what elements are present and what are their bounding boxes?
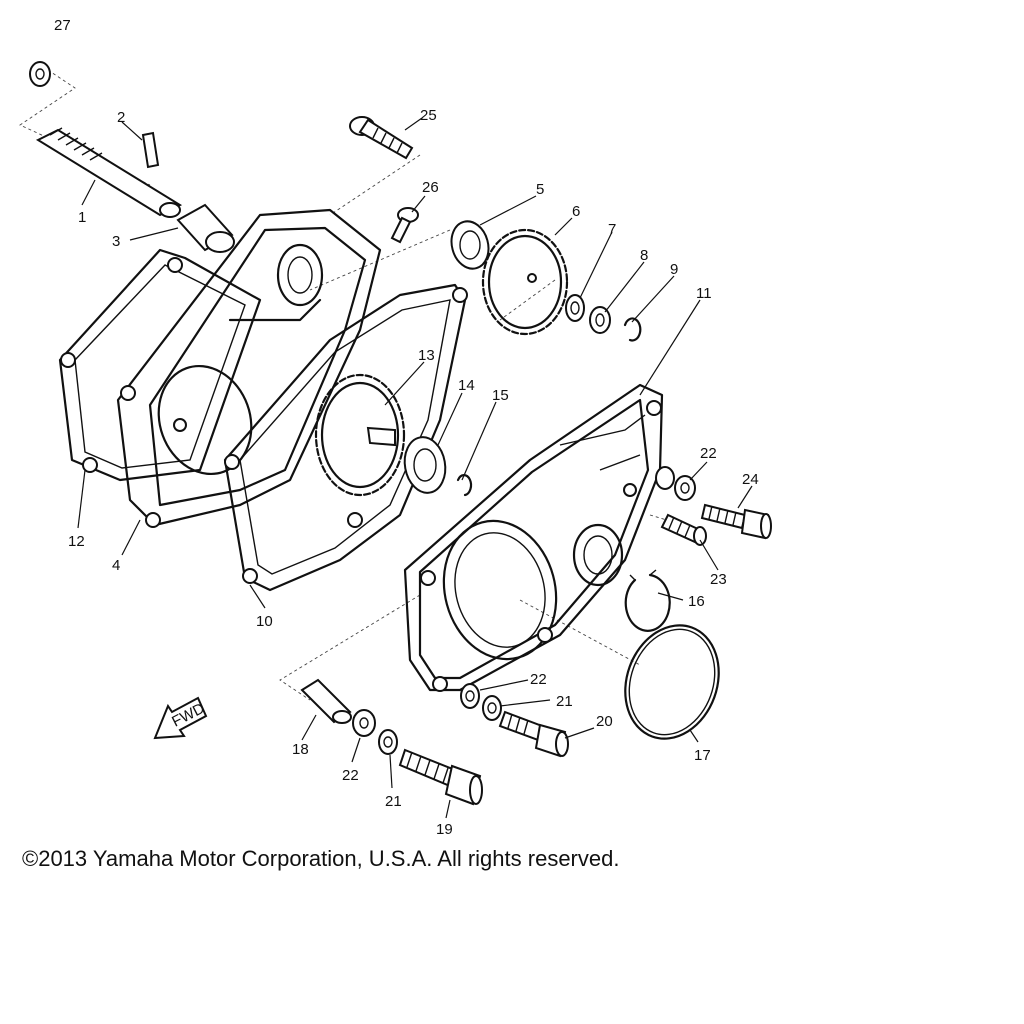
callout-6: 6 bbox=[572, 203, 580, 220]
part-10-gasket bbox=[223, 283, 468, 592]
callout-19: 19 bbox=[436, 821, 453, 838]
callout-21-lower: 21 bbox=[556, 693, 573, 710]
callout-7: 7 bbox=[608, 221, 616, 238]
callout-16: 16 bbox=[688, 593, 705, 610]
callout-21-left: 21 bbox=[385, 793, 402, 810]
callout-22-lower: 22 bbox=[530, 671, 547, 688]
callout-20: 20 bbox=[596, 713, 613, 730]
callout-9: 9 bbox=[670, 261, 678, 278]
part-27-washer bbox=[29, 61, 51, 87]
part-15-circlip bbox=[456, 474, 473, 497]
callout-13: 13 bbox=[418, 347, 435, 364]
part-25-bolt bbox=[349, 116, 414, 160]
exploded-parts-diagram: FWD 27 2 25 26 5 6 7 8 9 11 1 3 13 14 15… bbox=[19, 17, 772, 838]
callout-27: 27 bbox=[54, 17, 71, 34]
callout-26: 26 bbox=[422, 179, 439, 196]
callout-1: 1 bbox=[78, 209, 86, 226]
part-17-o-ring bbox=[624, 624, 720, 740]
callout-17: 17 bbox=[694, 747, 711, 764]
part-21-lockwasher-lower bbox=[482, 695, 502, 721]
callout-15: 15 bbox=[492, 387, 509, 404]
part-3-bushing bbox=[176, 203, 235, 253]
part-2-pin bbox=[141, 131, 160, 169]
callout-24: 24 bbox=[742, 471, 759, 488]
part-13-gear bbox=[314, 373, 406, 497]
part-24-bolt bbox=[700, 503, 772, 540]
callout-5: 5 bbox=[536, 181, 544, 198]
part-4-housing bbox=[116, 208, 382, 528]
callout-4: 4 bbox=[112, 557, 120, 574]
part-7-washer bbox=[565, 294, 585, 322]
callout-18: 18 bbox=[292, 741, 309, 758]
part-1-worm-shaft bbox=[35, 127, 183, 218]
part-5-bearing bbox=[450, 220, 490, 270]
callout-23: 23 bbox=[710, 571, 727, 588]
part-14-bearing bbox=[403, 436, 447, 494]
part-26-screw bbox=[390, 207, 419, 244]
part-23-screw bbox=[660, 513, 707, 546]
callout-3: 3 bbox=[112, 233, 120, 250]
callout-12: 12 bbox=[68, 533, 85, 550]
part-20-bolt bbox=[498, 710, 569, 758]
callout-22-right: 22 bbox=[700, 445, 717, 462]
callout-22-left: 22 bbox=[342, 767, 359, 784]
part-22-washer-left bbox=[352, 709, 376, 737]
part-22-washer-right bbox=[655, 466, 696, 501]
part-16-circlip bbox=[624, 569, 671, 632]
part-19-bolt bbox=[398, 748, 483, 806]
callout-11: 11 bbox=[696, 285, 712, 302]
part-18-dowel bbox=[300, 678, 352, 724]
callout-25: 25 bbox=[420, 107, 437, 124]
copyright-notice: ©2013 Yamaha Motor Corporation, U.S.A. A… bbox=[22, 846, 620, 871]
callout-2: 2 bbox=[117, 109, 125, 126]
callout-8: 8 bbox=[640, 247, 648, 264]
part-11-cover bbox=[403, 383, 664, 692]
fwd-arrow-icon: FWD bbox=[153, 696, 208, 740]
part-8-washer bbox=[589, 306, 611, 334]
part-12-gasket bbox=[58, 248, 262, 482]
callout-14: 14 bbox=[458, 377, 475, 394]
callout-10: 10 bbox=[256, 613, 273, 630]
part-9-circlip bbox=[623, 317, 642, 342]
part-22-washer-lower bbox=[460, 683, 480, 709]
part-6-gear bbox=[481, 228, 569, 336]
part-21-lockwasher-left bbox=[378, 729, 398, 755]
